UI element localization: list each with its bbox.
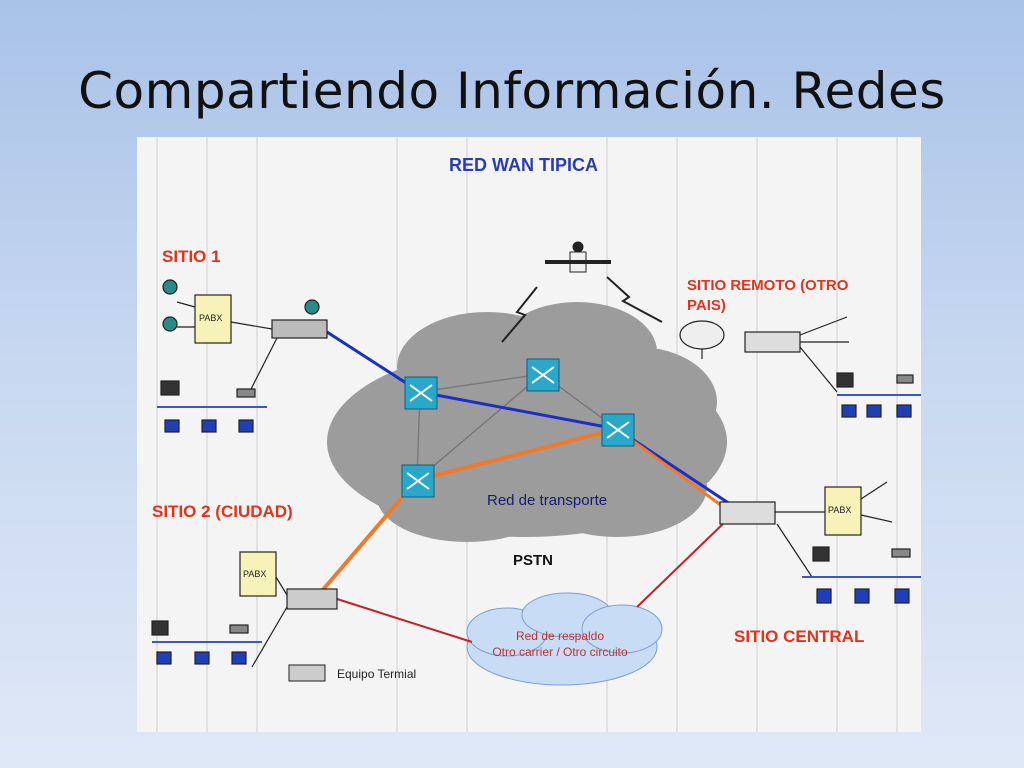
switch-icon (404, 376, 438, 410)
satellite-icon (545, 241, 611, 273)
label-sitio-remoto-2: PAIS) (687, 297, 726, 314)
label-sitio-central: SITIO CENTRAL (734, 627, 865, 646)
diagram-canvas (151, 137, 921, 732)
lightning-left-icon (501, 286, 538, 343)
link-backup-central (636, 519, 728, 608)
label-backup-line2: Otro carrier / Otro circuito (492, 645, 628, 659)
link-core-blue (419, 390, 618, 431)
link-sitio2-orange (313, 478, 419, 601)
label-sitio2: SITIO 2 (CIUDAD) (152, 502, 293, 521)
label-backup-line1: Red de respaldo (515, 629, 605, 643)
link-core-orange (416, 427, 618, 482)
switch-icon (401, 464, 435, 498)
slide-title: Compartiendo Información. Redes (78, 62, 946, 120)
sitio-central-equipment (719, 481, 921, 604)
lightning-right-icon (606, 276, 663, 323)
wan-diagram: RED WAN TIPICA SITIO 1 SITIO REMOTO (OTR… (137, 137, 921, 732)
sitio1-equipment (157, 279, 328, 433)
pbx-label-central: PABX (828, 505, 852, 515)
sitio2-equipment (151, 551, 338, 668)
label-pstn: PSTN (513, 552, 554, 569)
link-central-orange (616, 427, 738, 519)
link-backup-sitio2 (336, 598, 473, 643)
legend-label: Equipo Termial (337, 667, 417, 681)
backup-cloud (466, 592, 663, 686)
label-transport-cloud: Red de transporte (487, 492, 608, 509)
legend-terminal-icon (288, 664, 326, 682)
pbx-label-sitio2: PABX (243, 569, 267, 579)
switch-icon (526, 358, 560, 392)
diagram-heading: RED WAN TIPICA (449, 155, 599, 175)
label-sitio1: SITIO 1 (162, 247, 221, 266)
sitio-remoto-equipment (679, 316, 921, 418)
label-sitio-remoto-1: SITIO REMOTO (OTRO (687, 277, 849, 294)
pbx-label-sitio1: PABX (199, 313, 223, 323)
switch-icon (601, 413, 635, 447)
